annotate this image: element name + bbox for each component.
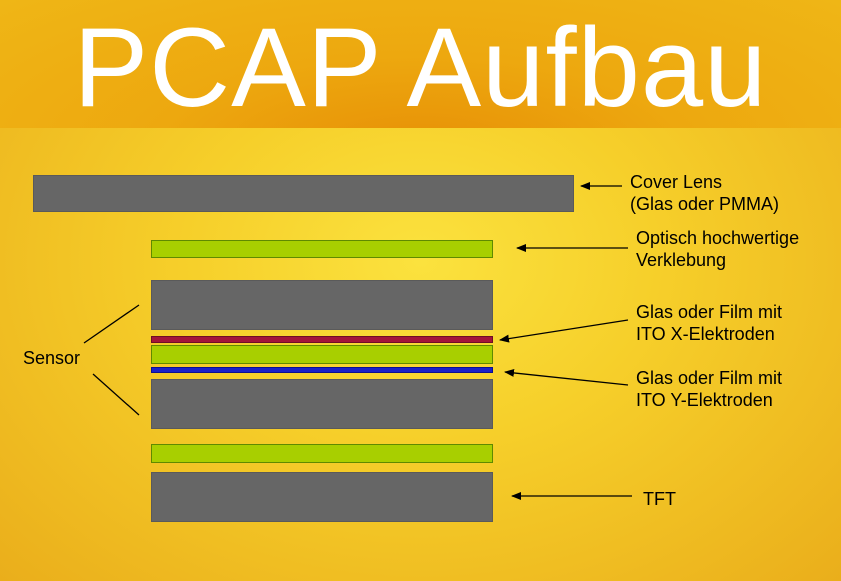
tft-layer	[151, 472, 493, 522]
ito-y-arrow	[504, 368, 629, 386]
ito-y-label-line1: Glas oder Film mit	[636, 368, 783, 388]
title-band	[0, 0, 841, 128]
sensor-bracket-upper	[83, 304, 140, 344]
optical-bonding-layer-top	[151, 240, 493, 258]
ito-y-label: Glas oder Film mit ITO Y-Elektroden	[636, 367, 782, 411]
sensor-bonding-layer	[151, 345, 493, 364]
sensor-glass-top-layer	[151, 280, 493, 330]
tft-label: TFT	[643, 489, 676, 509]
sensor-bracket-lower	[92, 373, 140, 416]
ito-x-electrode-layer	[151, 336, 493, 343]
cover-lens-label-line2: (Glas oder PMMA)	[630, 194, 780, 214]
sensor-label: Sensor	[23, 348, 81, 368]
optical-bonding-label-line1: Optisch hochwertige	[636, 228, 800, 248]
ito-x-label: Glas oder Film mit ITO X-Elektroden	[636, 301, 782, 345]
ito-x-label-line2: ITO X-Elektroden	[636, 324, 775, 344]
cover-lens-label-line1: Cover Lens	[630, 172, 723, 192]
ito-x-label-line1: Glas oder Film mit	[636, 302, 783, 322]
sensor-glass-bottom-layer	[151, 379, 493, 429]
page-title: PCAP Aufbau	[73, 5, 768, 130]
optical-bonding-layer-bottom	[151, 444, 493, 463]
optical-bonding-label: Optisch hochwertige Verklebung	[636, 227, 799, 271]
cover-lens-layer	[33, 175, 574, 212]
ito-y-label-line2: ITO Y-Elektroden	[636, 390, 773, 410]
cover-lens-label: Cover Lens (Glas oder PMMA)	[630, 171, 779, 215]
optical-bonding-label-line2: Verklebung	[636, 250, 727, 270]
ito-y-electrode-layer	[151, 367, 493, 373]
ito-x-arrow	[499, 319, 629, 343]
